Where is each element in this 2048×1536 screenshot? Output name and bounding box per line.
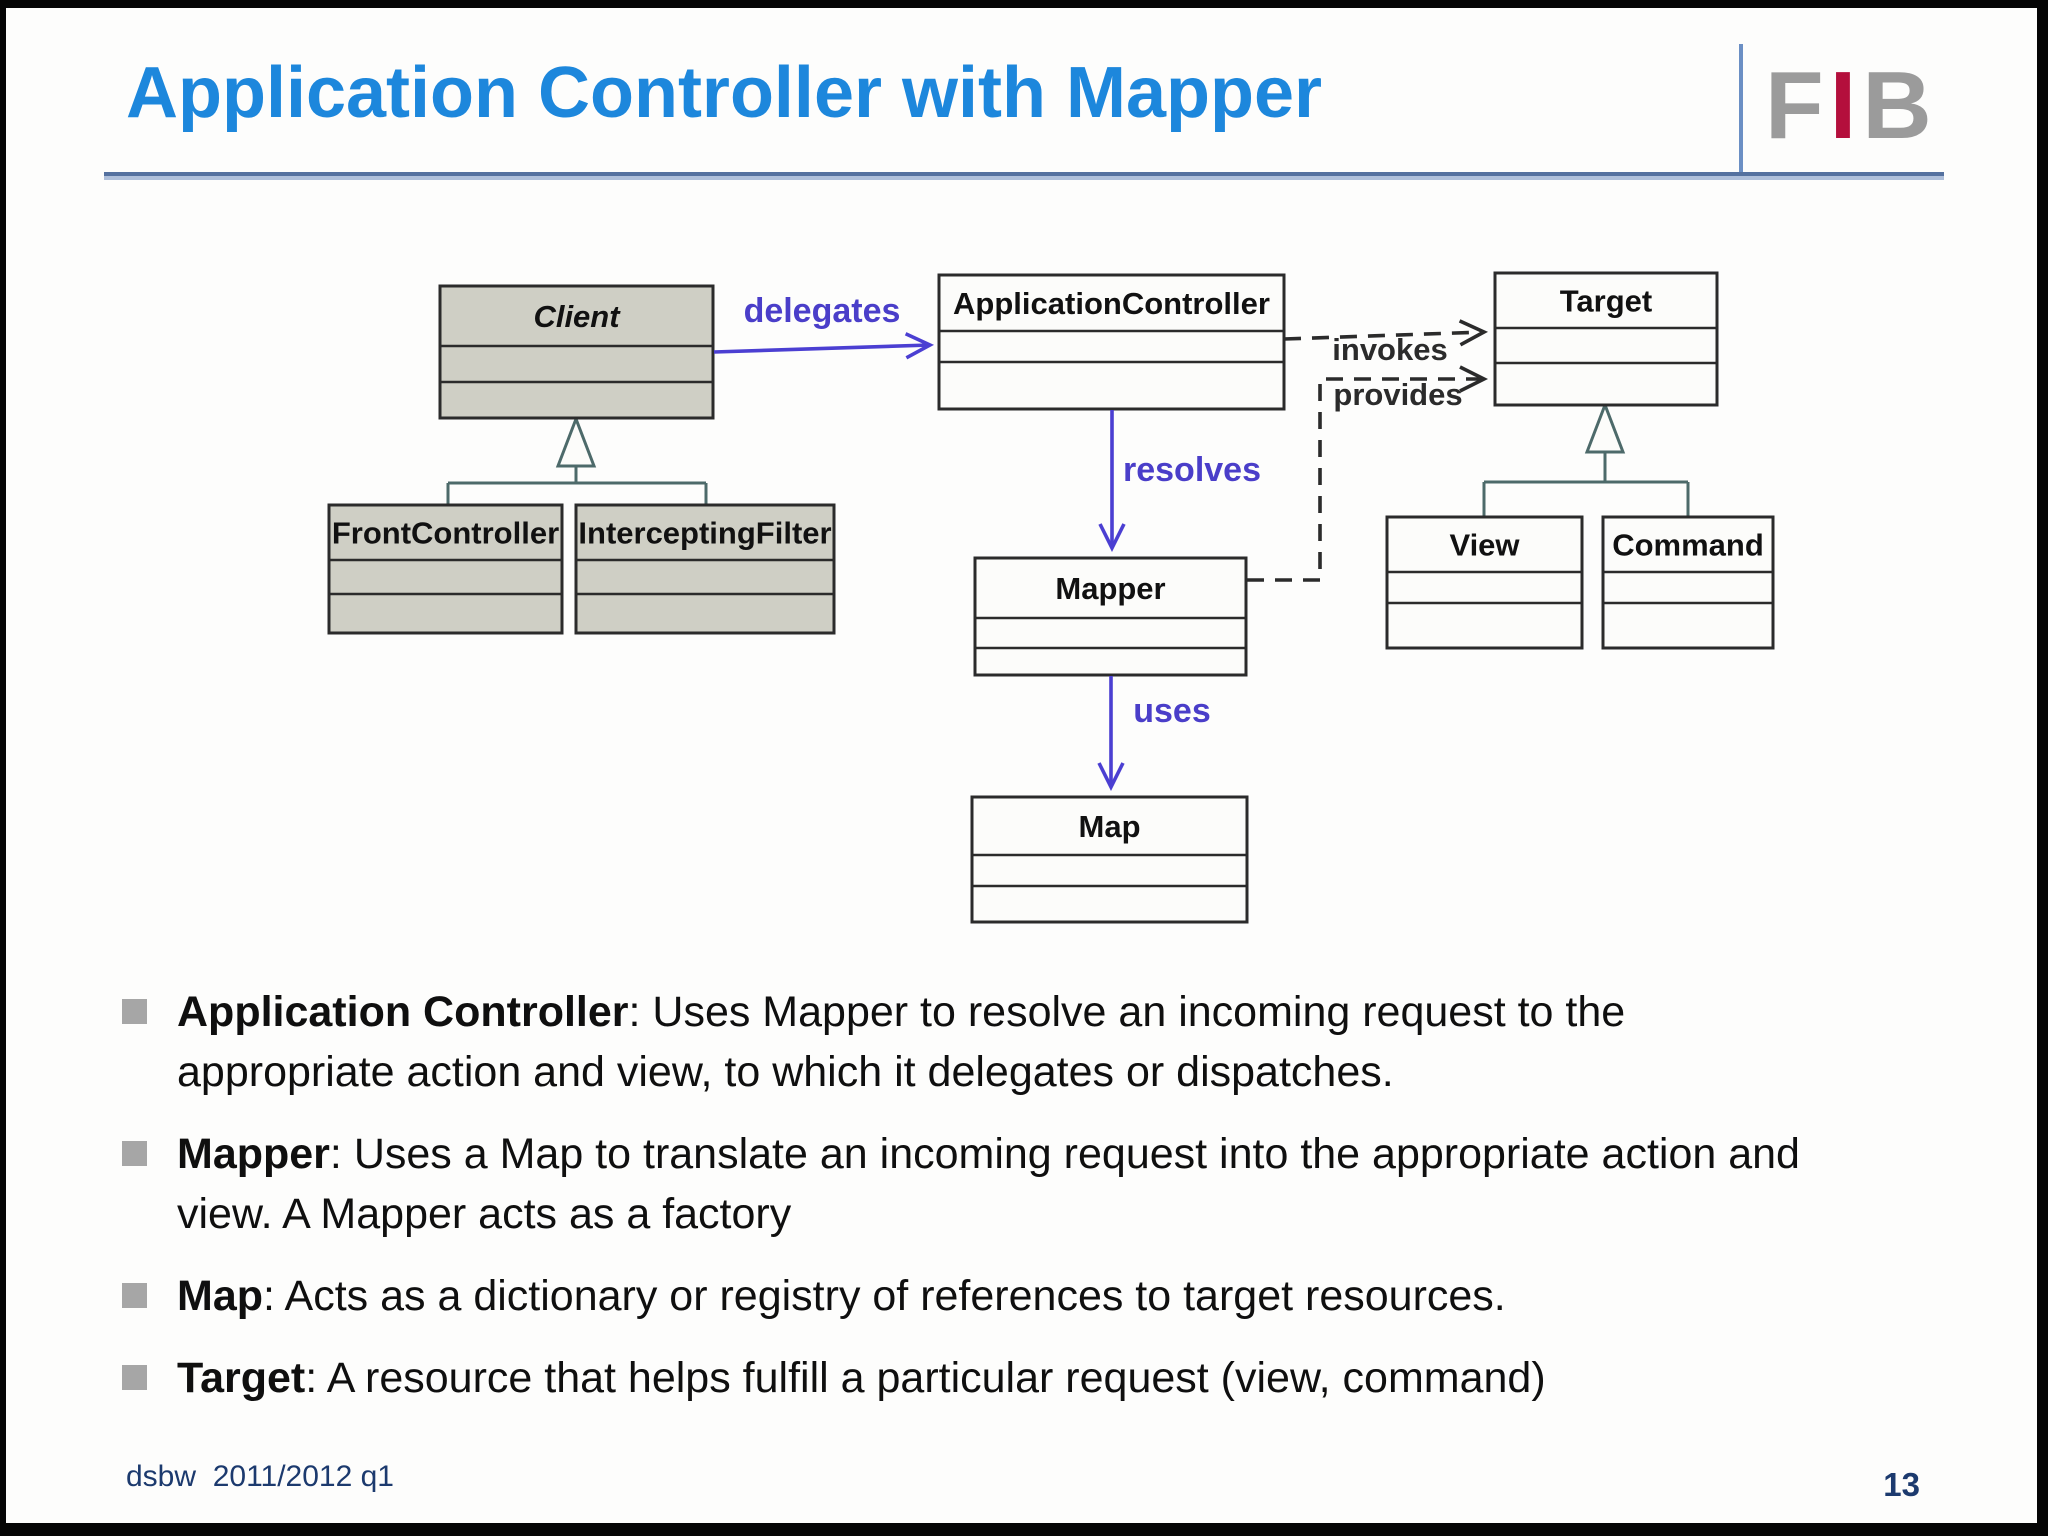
class-title-view: View	[1449, 528, 1520, 563]
footer-course-label: dsbw 2011/2012 q1	[126, 1460, 394, 1493]
bullet-text: Mapper: Uses a Map to translate an incom…	[177, 1124, 1847, 1244]
page-number: 13	[1883, 1466, 1920, 1503]
bullet-square-icon	[122, 1283, 147, 1308]
class-title-command: Command	[1612, 528, 1764, 563]
bullet-square-icon	[122, 999, 147, 1024]
bullet-term: Map	[177, 1272, 263, 1320]
arrow-label-provides: provides	[1333, 377, 1462, 412]
class-title-client: Client	[533, 299, 621, 334]
logo-letter-i: I	[1829, 52, 1857, 159]
class-box-command	[1601, 515, 1775, 650]
arrow-delegates	[713, 345, 930, 352]
arrow-provides	[1247, 379, 1484, 582]
page-title: Application Controller with Mapper	[126, 53, 1323, 133]
bullet-description: : Acts as a dictionary or registry of re…	[263, 1272, 1506, 1320]
bullet-text: Target: A resource that helps fulfill a …	[177, 1348, 1546, 1408]
bullet-term: Application Controller	[177, 988, 629, 1036]
slide-border-right	[2037, 0, 2048, 1536]
bullet-item: Mapper: Uses a Map to translate an incom…	[122, 1124, 1862, 1244]
arrow-label-delegates: delegates	[744, 292, 901, 330]
class-box-view	[1385, 515, 1584, 650]
target-generalization-triangle-icon	[1584, 400, 1626, 454]
arrow-invokes	[1283, 332, 1484, 339]
header-vertical-rule	[1739, 44, 1743, 176]
bullet-square-icon	[122, 1365, 147, 1390]
logo-letter-f: F	[1765, 52, 1824, 159]
bullet-square-icon	[122, 1141, 147, 1166]
arrow-label-resolves: resolves	[1123, 451, 1261, 489]
class-box-intercepting-filter	[574, 503, 836, 635]
class-box-front-controller	[327, 503, 564, 635]
class-title-map: Map	[1079, 809, 1141, 844]
class-title-front-controller: FrontController	[332, 516, 559, 551]
class-title-target: Target	[1560, 284, 1652, 319]
title-underline	[104, 172, 1944, 176]
slide-border-bottom	[0, 1523, 2048, 1536]
class-box-application-controller	[937, 273, 1286, 411]
class-title-application-controller: ApplicationController	[953, 286, 1270, 321]
class-title-mapper: Mapper	[1055, 571, 1165, 606]
arrow-label-uses: uses	[1133, 692, 1211, 730]
bullet-item: Target: A resource that helps fulfill a …	[122, 1348, 1862, 1408]
bullet-text: Map: Acts as a dictionary or registry of…	[177, 1266, 1506, 1326]
class-title-intercepting-filter: InterceptingFilter	[578, 516, 831, 551]
client-generalization-triangle-icon	[555, 414, 597, 468]
logo-letter-b: B	[1862, 52, 1932, 159]
arrow-label-invokes: invokes	[1332, 332, 1447, 367]
slide-border-left	[0, 0, 6, 1536]
bullet-list: Application Controller: Uses Mapper to r…	[122, 982, 1862, 1408]
class-box-mapper	[973, 556, 1248, 677]
class-box-map	[970, 795, 1249, 924]
bullet-text: Application Controller: Uses Mapper to r…	[177, 982, 1847, 1102]
bullet-item: Map: Acts as a dictionary or registry of…	[122, 1266, 1862, 1326]
bullet-description: : A resource that helps fulfill a partic…	[305, 1354, 1546, 1402]
bullet-description: : Uses a Map to translate an incoming re…	[177, 1130, 1800, 1238]
bullet-term: Mapper	[177, 1130, 330, 1178]
bullet-item: Application Controller: Uses Mapper to r…	[122, 982, 1862, 1102]
bullet-term: Target	[177, 1354, 306, 1402]
slide-border-top	[0, 0, 2048, 8]
bullet-description: : Uses Mapper to resolve an incoming req…	[177, 988, 1626, 1096]
class-box-client	[438, 284, 715, 420]
class-box-target	[1493, 271, 1719, 407]
